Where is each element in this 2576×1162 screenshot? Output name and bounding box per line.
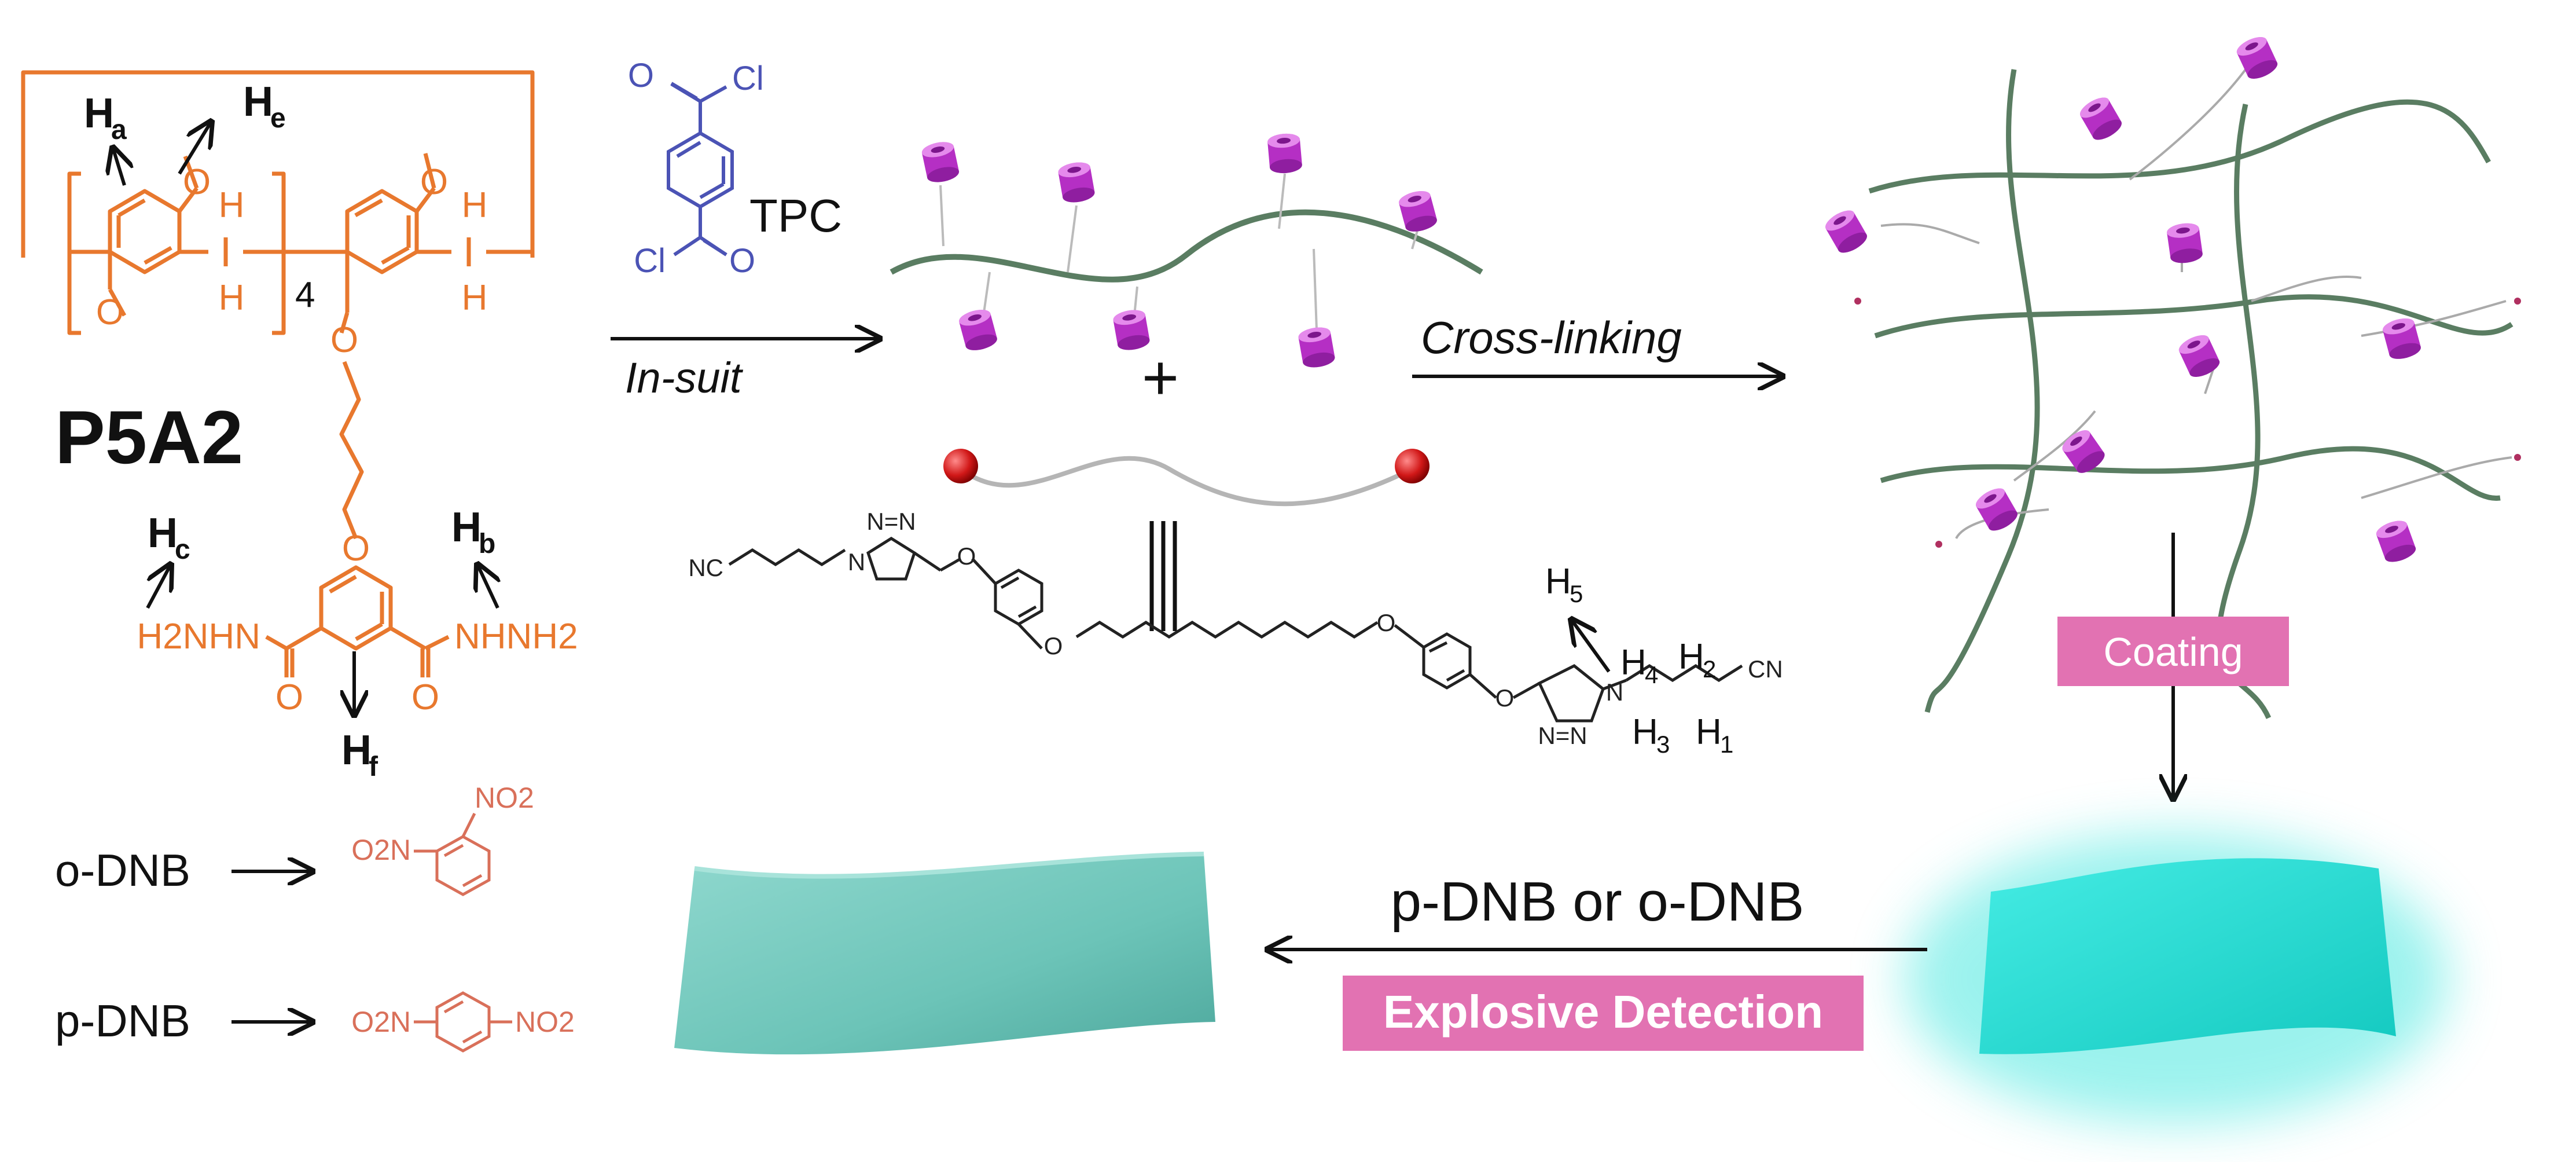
- tpc-o-top: O: [628, 57, 654, 94]
- methoxy-o-bottom: O: [96, 292, 124, 332]
- svg-text:H: H: [1620, 643, 1647, 683]
- svg-text:H: H: [1696, 712, 1722, 752]
- carbonyl-o-left: O: [275, 677, 303, 717]
- methoxy-o-left: O: [183, 162, 211, 202]
- proton-arrows: [113, 122, 498, 715]
- ch2-h-top: H: [219, 185, 245, 225]
- o-dnb-no2-top: NO2: [475, 782, 534, 814]
- hydrazide-right: NHNH2: [454, 617, 578, 657]
- guest-o-1: O: [957, 542, 976, 570]
- svg-text:4: 4: [1645, 661, 1658, 688]
- fluorescent-film: [1904, 834, 2448, 1123]
- guest-triazole-nn-right: N=N: [1538, 722, 1587, 749]
- svg-text:b: b: [479, 529, 495, 559]
- p-dnb-no2: NO2: [515, 1006, 575, 1038]
- hydrazide-left: H2NHN: [137, 617, 260, 657]
- tpc-structure: [667, 82, 734, 256]
- tpc-label: TPC: [749, 190, 842, 241]
- guest-nc-left: NC: [688, 554, 723, 581]
- svg-text:In-suit: In-suit: [625, 354, 744, 402]
- ether-o-bottom: O: [342, 529, 370, 569]
- svg-text:H: H: [1545, 562, 1571, 602]
- methoxy-o-right: O: [420, 162, 448, 202]
- tpc-cl-bottom: Cl: [634, 242, 666, 280]
- explosive-detection-label: Explosive Detection: [1383, 986, 1823, 1038]
- svg-text:5: 5: [1570, 580, 1583, 607]
- guest-cn-right: CN: [1748, 655, 1783, 683]
- tpc-cl-top: Cl: [732, 60, 764, 97]
- svg-text:H: H: [243, 79, 273, 125]
- guest-dumbbell: [943, 449, 1430, 507]
- guest-o-2: O: [1044, 632, 1063, 659]
- guest-structure: [728, 537, 1743, 723]
- repeat-count: 4: [295, 275, 315, 315]
- o-dnb-label: o-DNB: [55, 845, 190, 896]
- p5a2-structure: [21, 70, 535, 677]
- guest-triazole-n-left: N: [848, 548, 865, 575]
- guest-proton-labels: H5 H4 H2 H3 H1: [1545, 562, 1733, 758]
- proton-he: H e: [243, 79, 286, 134]
- carbonyl-o-right: O: [411, 677, 439, 717]
- proton-hf: H f: [341, 727, 379, 782]
- plus-sign: +: [1142, 342, 1179, 413]
- proton-ha: H a: [84, 90, 127, 145]
- o-dnb-row: o-DNB NO2 O2N: [55, 782, 534, 896]
- linear-polymer: [890, 132, 1483, 370]
- detection-arrow: p-DNB or o-DNB Explosive Detection: [1267, 871, 1927, 1051]
- ch2-h-bottom: H: [219, 278, 245, 318]
- cross-linking-arrow: Cross-linking: [1412, 312, 1783, 376]
- guest-triazole-n-right: N: [1606, 679, 1623, 706]
- svg-text:3: 3: [1656, 731, 1670, 758]
- quenched-film: [674, 852, 1215, 1055]
- svg-text:f: f: [369, 752, 379, 782]
- p5a2-title: P5A2: [55, 395, 243, 479]
- guest-o-4: O: [1495, 684, 1515, 712]
- proton-hb: H b: [451, 504, 495, 559]
- guest-triazole-nn-left: N=N: [866, 508, 916, 535]
- tpc-o-bottom: O: [729, 242, 755, 280]
- svg-text:H: H: [1632, 712, 1658, 752]
- svg-text:H: H: [341, 727, 372, 774]
- p-dnb-label: p-DNB: [55, 995, 190, 1046]
- ether-o-top: O: [330, 320, 358, 360]
- svg-text:e: e: [270, 103, 286, 134]
- guest-o-3: O: [1377, 609, 1396, 636]
- equivalent-symbol: [1149, 521, 1177, 631]
- svg-text:a: a: [111, 115, 127, 145]
- svg-text:1: 1: [1720, 731, 1733, 758]
- svg-text:H: H: [148, 510, 178, 556]
- svg-text:Cross-linking: Cross-linking: [1421, 312, 1682, 363]
- in-situ-arrow: In-suit: [611, 339, 880, 402]
- svg-text:H: H: [84, 90, 114, 137]
- p-dnb-row: p-DNB O2N NO2: [55, 991, 575, 1053]
- ch2-h-right-bottom: H: [462, 278, 488, 318]
- svg-text:2: 2: [1703, 655, 1716, 683]
- h5-arrow: [1571, 620, 1611, 673]
- proton-hc: H c: [148, 510, 190, 565]
- coating-arrow: Coating: [2057, 533, 2289, 799]
- svg-text:c: c: [175, 534, 190, 565]
- analyte-label: p-DNB or o-DNB: [1391, 871, 1805, 933]
- ch2-h-right-top: H: [462, 185, 488, 225]
- p-dnb-o2n: O2N: [351, 1006, 411, 1038]
- svg-text:H: H: [1678, 637, 1704, 677]
- svg-text:H: H: [451, 504, 482, 551]
- o-dnb-o2n: O2N: [351, 834, 411, 866]
- coating-label: Coating: [2103, 629, 2243, 675]
